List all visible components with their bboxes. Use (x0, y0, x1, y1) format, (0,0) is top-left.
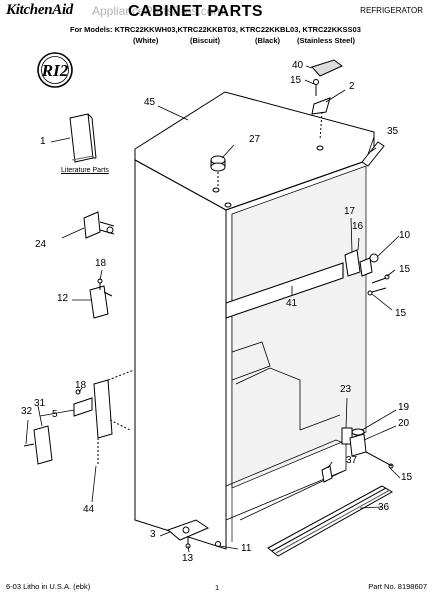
literature-label: Literature Parts (61, 167, 109, 174)
literature-booklet (69, 113, 97, 163)
callout-32: 32 (21, 406, 33, 417)
models-line: For Models: KTRC22KKWH03,KTRC22KKBT03, K… (70, 25, 361, 34)
callout-19: 19 (398, 402, 410, 413)
callout-16: 16 (352, 221, 364, 232)
callout-5: 5 (52, 409, 58, 420)
page-title: CABINET PARTS (128, 3, 264, 20)
right-hinge (344, 249, 390, 296)
callout-11: 11 (241, 543, 252, 554)
top-plug (210, 155, 226, 186)
part-35-trim (361, 141, 385, 167)
callout-23: 23 (340, 384, 352, 395)
footer-litho: 6-03 Litho in U.S.A. (ebk) (6, 582, 91, 591)
stamp-text: RI2 (41, 61, 69, 80)
callout-18-upper: 18 (95, 258, 107, 269)
hinge-bracket (83, 211, 115, 239)
callout-17: 17 (344, 206, 356, 217)
callout-35: 35 (387, 126, 399, 137)
color-black: (Black) (255, 36, 281, 45)
brand-logo: KitchenAid (6, 2, 74, 18)
callout-27: 27 (249, 134, 261, 145)
callout-1: 1 (40, 136, 46, 147)
callout-20: 20 (398, 418, 410, 429)
cabinet-body (134, 91, 375, 550)
callout-15-right-upper: 15 (399, 264, 411, 275)
callout-24: 24 (35, 239, 47, 250)
color-stainless: (Stainless Steel) (297, 36, 355, 45)
footer-part-number: Part No. 8198607 (368, 582, 427, 591)
category-label: REFRIGERATOR (360, 6, 423, 15)
callout-40: 40 (292, 60, 304, 71)
callout-2: 2 (349, 81, 355, 92)
leader-lines (25, 65, 401, 553)
left-latch (89, 278, 113, 319)
callout-36: 36 (378, 502, 390, 513)
callout-10: 10 (399, 230, 411, 241)
callout-12: 12 (57, 293, 69, 304)
left-door-hinge (23, 369, 135, 465)
toe-grille (267, 485, 393, 557)
watermark: AppliancePartsPros.com (92, 4, 224, 18)
callout-15-right-lower: 15 (395, 308, 407, 319)
callout-15-top: 15 (290, 75, 302, 86)
callout-18-lower: 18 (75, 380, 87, 391)
callout-13: 13 (182, 553, 194, 564)
ri2-stamp: RI2 (37, 52, 73, 88)
footer-page-number: 1 (215, 583, 220, 592)
callout-15-bottom: 15 (401, 472, 413, 483)
callout-37: 37 (346, 455, 358, 466)
callout-44: 44 (83, 504, 95, 515)
callout-3: 3 (150, 529, 156, 540)
color-biscuit: (Biscuit) (190, 36, 220, 45)
callout-31: 31 (34, 398, 46, 409)
color-white: (White) (133, 36, 159, 45)
top-hinge (311, 59, 343, 141)
callout-45: 45 (144, 97, 156, 108)
callout-41: 41 (286, 298, 298, 309)
bottom-right-hinge (321, 427, 394, 483)
